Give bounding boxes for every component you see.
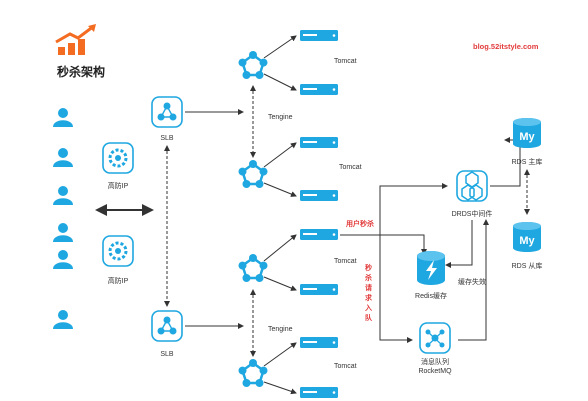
svg-text:求: 求 (365, 293, 373, 302)
user-icon (53, 310, 73, 329)
rds-database-icon: My (513, 222, 541, 252)
tengine-cluster-icon (237, 252, 269, 284)
mq-to-drds-arrow (458, 219, 489, 341)
seckill-flow-arrow (340, 234, 427, 255)
tomcat-server-icon (300, 337, 338, 348)
user-icon (53, 250, 73, 269)
rds-slave-label: RDS 从库 (512, 261, 543, 270)
user-icon (53, 148, 73, 167)
to-drds-arrow (379, 183, 448, 235)
to-mq-arrow (379, 235, 413, 343)
svg-text:队: 队 (365, 313, 373, 322)
tomcat-label: Tomcat (339, 164, 362, 171)
redis-cache-icon (417, 251, 445, 285)
rds-master-label: RDS 主库 (512, 157, 543, 166)
mq-label-line2: RocketMQ (418, 368, 452, 375)
message-queue-icon (419, 322, 451, 354)
user-icon (53, 223, 73, 242)
ha-ip-label-top: 高防IP (108, 181, 129, 190)
tengine-cluster-icon (237, 357, 269, 389)
diagram-title: 秒杀架构 (57, 64, 105, 79)
logo-icon (55, 24, 96, 55)
user-seckill-label: 用户秒杀 (346, 219, 374, 228)
tomcat-server-icon (300, 30, 338, 41)
mq-label-line1: 消息队列 (421, 357, 449, 366)
slb-label-top: SLB (160, 135, 174, 142)
slb-icon (151, 310, 183, 342)
drds-to-rds-arrow (490, 137, 521, 187)
tomcat-label: Tomcat (334, 363, 357, 370)
rds-database-icon: My (513, 118, 541, 148)
tomcat-server-icon (300, 84, 338, 95)
drds-to-redis-arrow (445, 220, 473, 268)
tomcat-server-icon (300, 190, 338, 201)
svg-text:秒: 秒 (365, 263, 372, 272)
tengine-to-tomcat-arrows (263, 35, 297, 395)
ha-ip-shield-icon (102, 235, 134, 267)
tomcat-server-icon (300, 284, 338, 295)
tomcat-server-icon (300, 229, 338, 240)
tengine-cluster-icon (237, 158, 269, 190)
tengine-label-top: Tengine (268, 114, 293, 121)
ha-ip-shield-icon (102, 142, 134, 174)
svg-text:请: 请 (365, 283, 372, 292)
tomcat-label: Tomcat (334, 258, 357, 265)
svg-text:入: 入 (364, 304, 372, 312)
seckill-request-label: 秒 杀 请 求 入 队 (364, 263, 373, 322)
svg-text:My: My (519, 235, 535, 247)
user-icon (53, 108, 73, 127)
slb-label-bottom: SLB (160, 351, 174, 358)
cache-invalidation-label: 缓存失效 (458, 277, 486, 286)
svg-text:杀: 杀 (365, 273, 372, 282)
drds-label: DRDS中间件 (452, 209, 493, 218)
redis-label: Redis缓存 (415, 291, 447, 300)
svg-text:My: My (519, 131, 535, 143)
tengine-label-bottom: Tengine (268, 326, 293, 333)
slb-icon (151, 96, 183, 128)
users-column (53, 108, 73, 329)
drds-icon (456, 170, 488, 202)
ha-ip-label-bottom: 高防IP (108, 276, 129, 285)
tengine-cluster-icon (237, 49, 269, 81)
user-icon (53, 186, 73, 205)
site-url: blog.52itstyle.com (473, 42, 539, 51)
tomcat-server-icon (300, 387, 338, 398)
tomcat-label: Tomcat (334, 58, 357, 65)
tomcat-server-icon (300, 137, 338, 148)
